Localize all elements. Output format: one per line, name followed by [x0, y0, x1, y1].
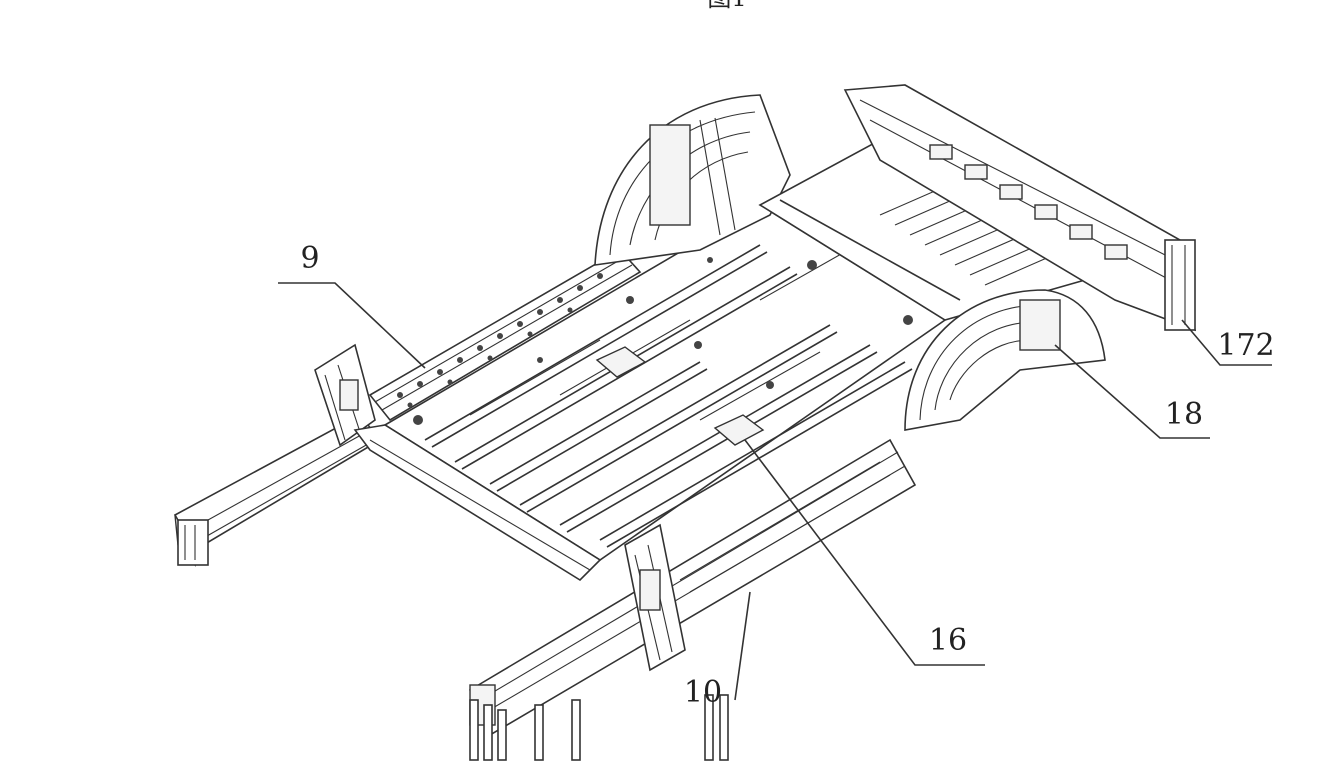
label-part-10: 10 — [684, 675, 722, 710]
left-front-pillar — [314, 343, 376, 447]
rear-panel — [843, 84, 1197, 332]
floor-holes — [413, 257, 913, 425]
label-part-16: 16 — [929, 623, 967, 658]
leader-line-18 — [1054, 344, 1210, 439]
label-part-172: 172 — [1217, 328, 1274, 363]
leader-line-9 — [278, 282, 426, 369]
sill-holes — [397, 273, 603, 408]
right-side-sill — [468, 438, 917, 761]
right-front-pillar — [624, 523, 686, 672]
leader-line-172 — [1181, 319, 1272, 366]
right-sill-stubs — [469, 694, 729, 761]
front-cross-beam — [353, 424, 602, 582]
leader-line-16 — [744, 439, 985, 666]
left-front-rail — [173, 413, 382, 567]
left-rear-wheelhouse — [594, 94, 791, 266]
label-part-18: 18 — [1165, 397, 1203, 432]
left-side-sill — [368, 248, 642, 422]
leader-line-10 — [734, 591, 751, 701]
figure-caption: 图1 — [707, 0, 746, 12]
right-rear-wheelhouse — [904, 289, 1106, 431]
floor-assembly-drawing — [173, 84, 1197, 761]
label-part-9: 9 — [300, 241, 319, 276]
rear-panel-slots — [929, 144, 1128, 260]
callouts: 9 10 16 18 172 — [278, 241, 1275, 710]
